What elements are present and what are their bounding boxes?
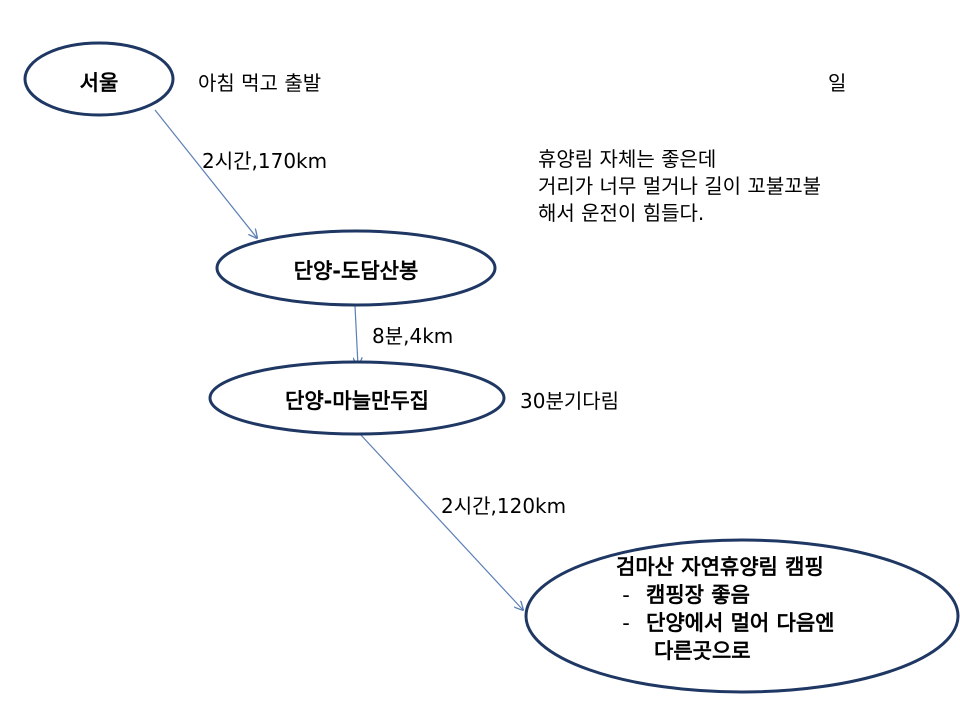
node-geommasan-label: 검마산 자연휴양림 캠핑 -캠핑장 좋음 -단양에서 멀어 다음엔 다른곳으로 bbox=[606, 553, 835, 665]
node-garlic-ellipse bbox=[208, 360, 506, 436]
geommasan-line3: -단양에서 멀어 다음엔 bbox=[606, 609, 835, 637]
bullet-dash: - bbox=[622, 583, 630, 607]
geommasan-line1: 검마산 자연휴양림 캠핑 bbox=[616, 555, 824, 579]
node-garlic-label: 단양-마늘만두집 bbox=[285, 389, 429, 413]
note-day: 일 bbox=[828, 71, 847, 95]
node-seoul-label: 서울 bbox=[79, 71, 119, 95]
geommasan-line3-text: 단양에서 멀어 다음엔 bbox=[646, 611, 835, 635]
edge-label-garlic-geommasan: 2시간,120km bbox=[441, 494, 567, 518]
node-seoul-ellipse bbox=[23, 41, 175, 117]
note-comment-line: 거리가 너무 멀거나 길이 꼬불꼬불 bbox=[538, 174, 822, 198]
edge-label-seoul-dodam: 2시간,170km bbox=[202, 149, 328, 173]
note-comment-line: 휴양림 자체는 좋은데 bbox=[538, 147, 717, 171]
node-geommasan-ellipse bbox=[524, 538, 960, 694]
node-dodam-label: 단양-도담산봉 bbox=[293, 259, 419, 283]
bullet-dash: - bbox=[622, 611, 630, 635]
edge-label-dodam-garlic: 8분,4km bbox=[372, 324, 454, 348]
note-comment-line: 해서 운전이 힘들다. bbox=[538, 201, 705, 225]
geommasan-line2-text: 캠핑장 좋음 bbox=[646, 583, 750, 607]
node-dodam-ellipse bbox=[215, 229, 497, 307]
arrow-seoul-to-dodam bbox=[154, 109, 257, 238]
note-comment: 휴양림 자체는 좋은데 거리가 너무 멀거나 길이 꼬불꼬불 해서 운전이 힘들… bbox=[538, 146, 821, 227]
geommasan-line4: 다른곳으로 bbox=[654, 639, 751, 663]
note-wait: 30분기다림 bbox=[520, 389, 620, 413]
arrow-garlic-to-geommasan bbox=[359, 433, 523, 610]
geommasan-line2: -캠핑장 좋음 bbox=[606, 581, 835, 609]
arrow-dodam-to-garlic bbox=[355, 305, 358, 366]
note-breakfast: 아침 먹고 출발 bbox=[198, 71, 322, 95]
